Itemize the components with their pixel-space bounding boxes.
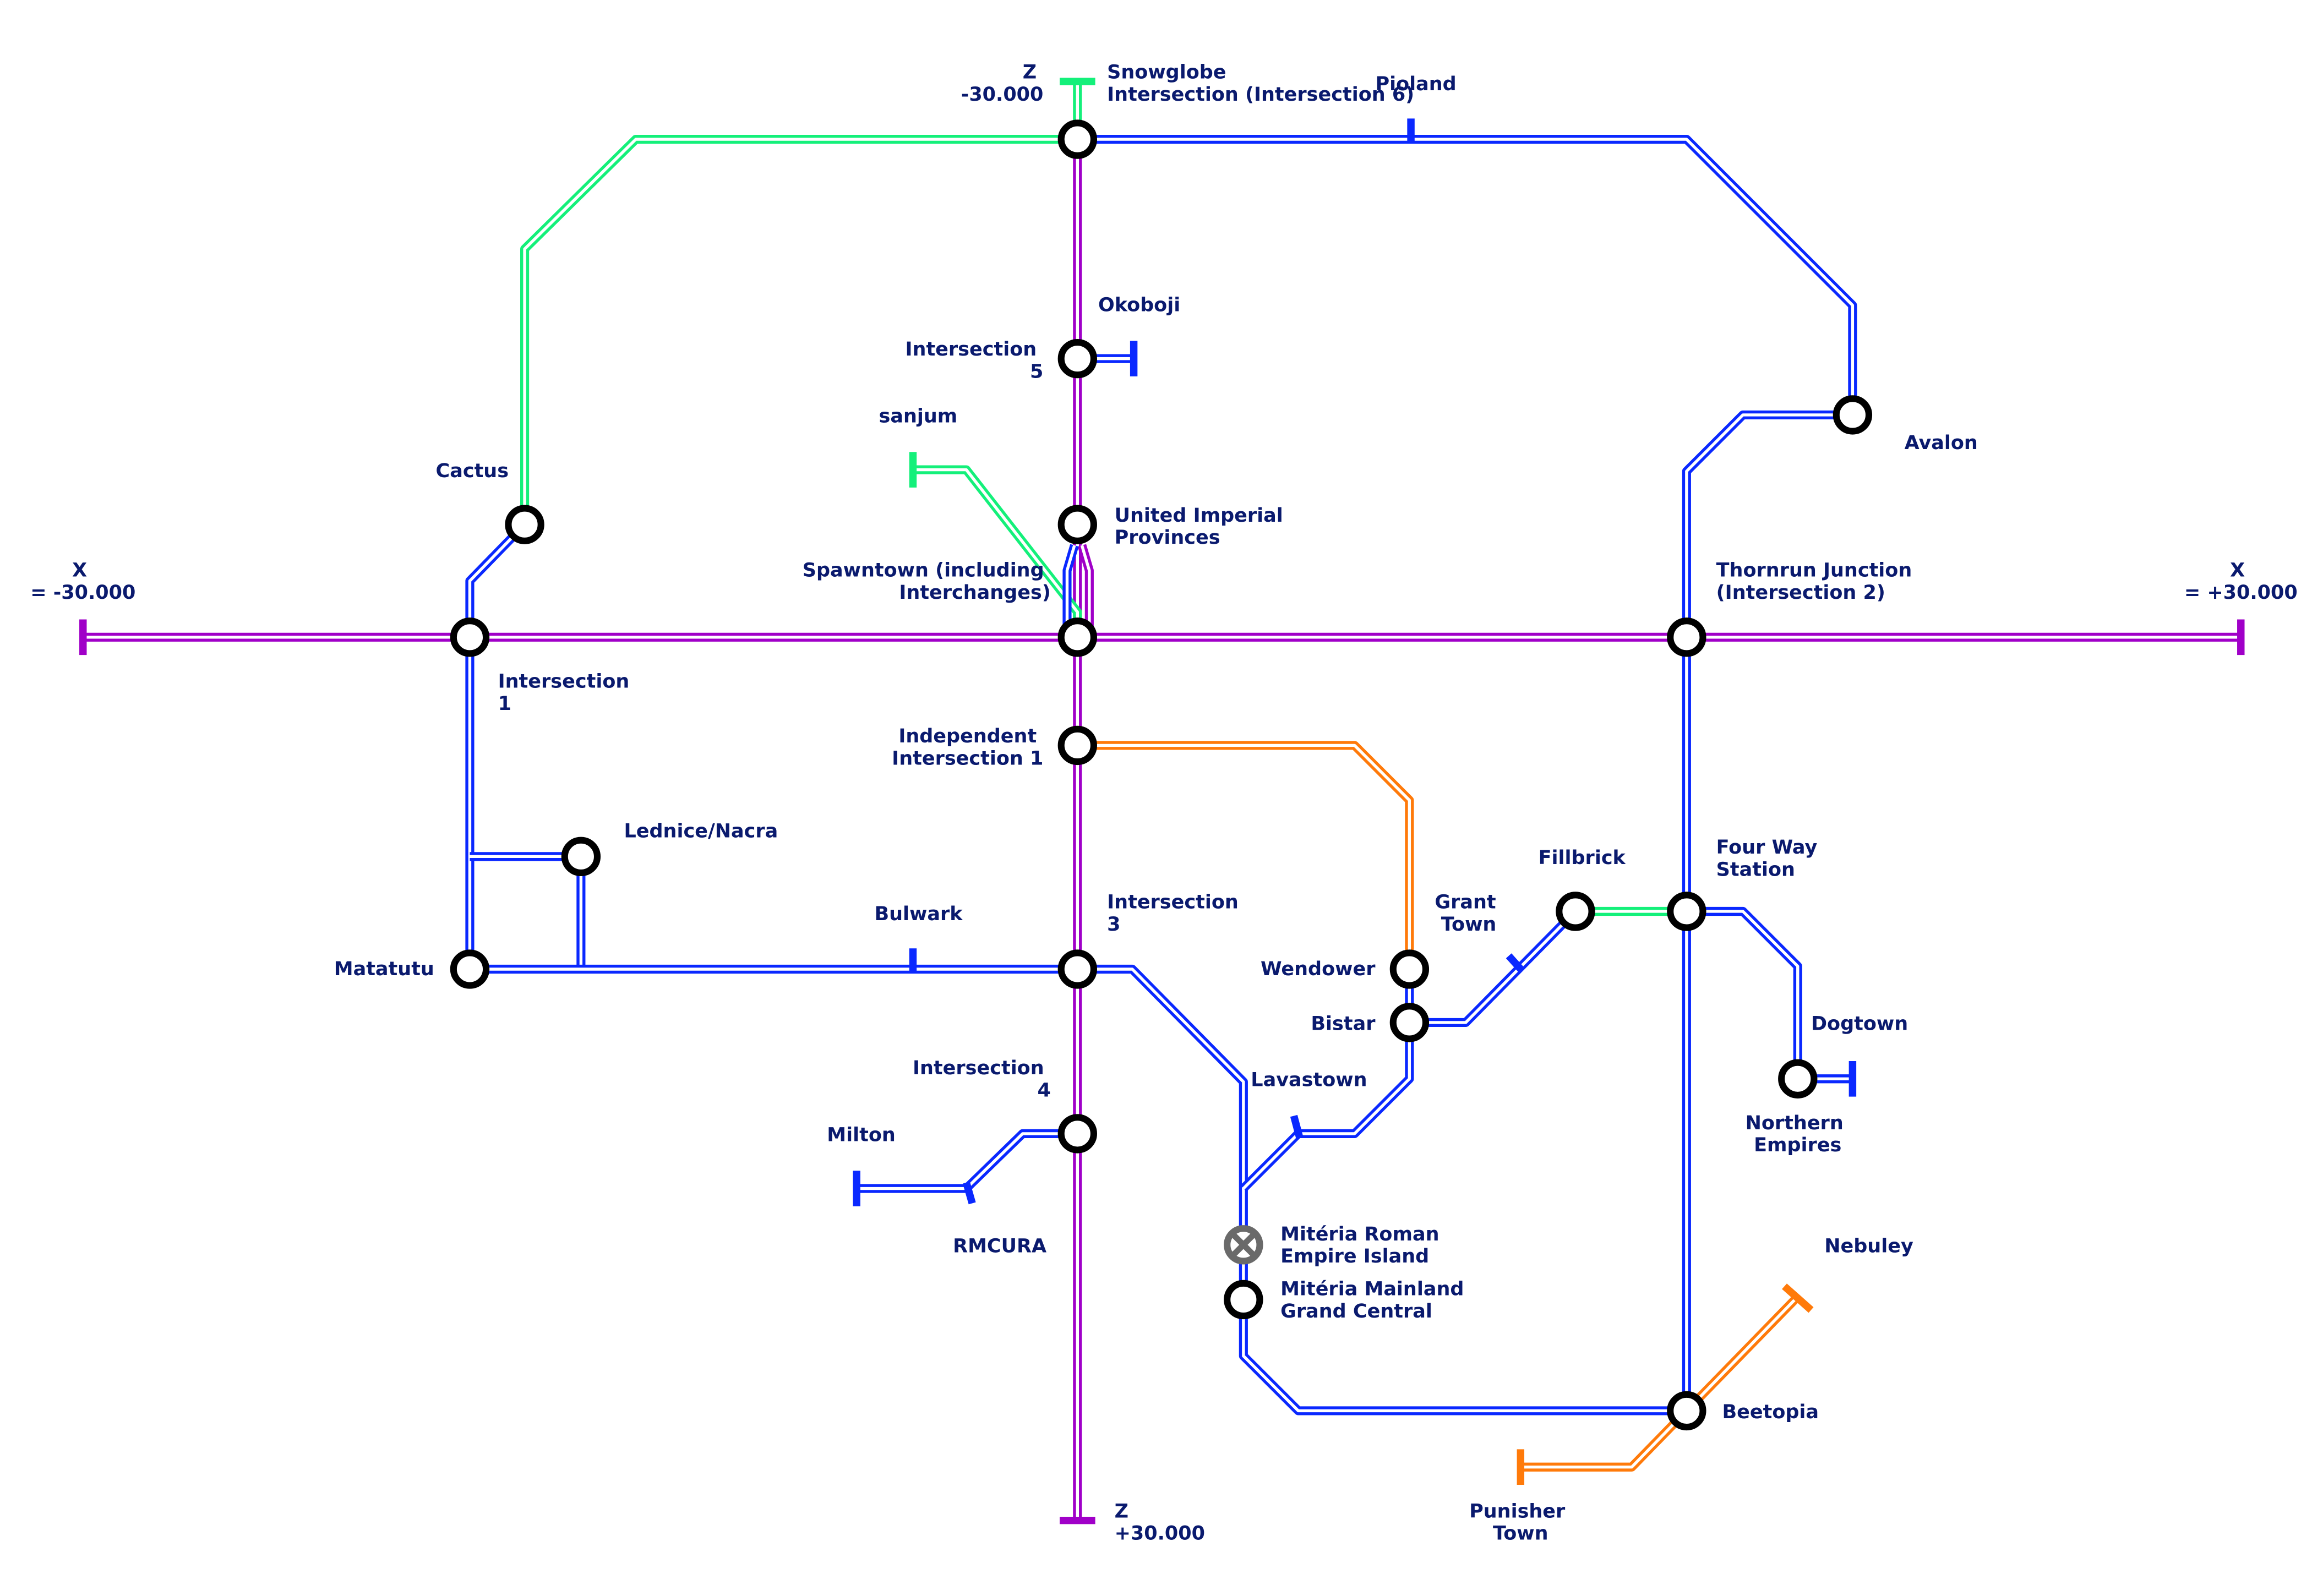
station-snowglobe[interactable]	[1057, 119, 1097, 159]
station-label-miteria-roman-empire-island[interactable]: Mitéria Roman Empire Island	[1280, 1223, 1446, 1267]
station-intersection-5[interactable]	[1057, 338, 1097, 379]
marker-lavastown	[1290, 1114, 1304, 1139]
station-miteria-roman-empire-island-closed-icon[interactable]	[1224, 1225, 1263, 1265]
station-label-thornrun-junction[interactable]: Thornrun Junction (Intersection 2)	[1716, 559, 1919, 603]
route-blue-cactus-gap	[468, 523, 526, 970]
station-label-pioland[interactable]: Pioland	[1375, 73, 1456, 95]
route-blue-avalon-gap	[1685, 413, 1853, 637]
marker-rmcura	[962, 1181, 976, 1205]
station-lednice-nacra[interactable]	[561, 837, 601, 877]
station-label-intersection-5[interactable]: Intersection 5	[906, 338, 1044, 382]
station-beetopia[interactable]	[1667, 1391, 1706, 1431]
route-blue-bulwark-gap	[470, 968, 1687, 1413]
station-label-milton[interactable]: Milton	[827, 1124, 896, 1146]
station-label-northern-empires[interactable]: Northern Empires	[1746, 1112, 1850, 1156]
axis-label-z-minus: Z -30.000	[961, 62, 1044, 106]
axis-label-x-plus: X = +30.000	[2184, 559, 2298, 603]
route-blue-lednice	[470, 852, 586, 970]
route-orange-nebuley	[1520, 1293, 1801, 1472]
station-four-way-station[interactable]	[1667, 892, 1706, 931]
station-label-snowglobe[interactable]: Snowglobe Intersection (Intersection 6)	[1107, 62, 1414, 106]
station-label-wendower[interactable]: Wendower	[1261, 958, 1376, 980]
station-label-four-way-station[interactable]: Four Way Station	[1716, 837, 1824, 881]
station-spawntown[interactable]	[1057, 617, 1097, 657]
route-blue-pioland-gap	[1077, 138, 1855, 415]
station-matatutu[interactable]	[450, 949, 490, 989]
axis-label-z-plus: Z +30.000	[1115, 1500, 1205, 1544]
route-blue-cactus	[465, 521, 528, 970]
station-label-intersection-3[interactable]: Intersection 3	[1107, 892, 1245, 936]
station-label-spawntown[interactable]: Spawntown (including Interchanges)	[803, 559, 1051, 603]
station-bistar[interactable]	[1389, 1003, 1430, 1042]
station-label-miteria-mainland-grand-central[interactable]: Mitéria Mainland Grand Central	[1280, 1278, 1470, 1322]
route-green-cactus	[520, 135, 1078, 525]
station-united-imperial-provinces[interactable]	[1057, 505, 1097, 544]
station-independent-intersection-1[interactable]	[1057, 725, 1097, 766]
station-label-independent-intersection-1[interactable]: Independent Intersection 1	[892, 725, 1043, 769]
station-label-grant-town[interactable]: Grant Town	[1435, 892, 1502, 936]
labels: Z -30.000 Z +30.000 X = -30.000 X = +30.…	[30, 62, 2297, 1545]
station-intersection-4[interactable]	[1057, 1114, 1097, 1154]
stations	[450, 119, 1873, 1431]
station-avalon[interactable]	[1833, 395, 1873, 435]
axis-label-x-minus: X = -30.000	[30, 559, 135, 603]
station-label-punisher-town[interactable]: Punisher Town	[1469, 1500, 1572, 1544]
terminus-nebuley	[1782, 1283, 1814, 1313]
route-green-cactus-gap	[523, 138, 1078, 525]
station-cactus[interactable]	[505, 505, 544, 544]
station-label-avalon[interactable]: Avalon	[1905, 432, 1978, 454]
station-label-bistar[interactable]: Bistar	[1311, 1013, 1376, 1035]
station-northern-empires[interactable]	[1778, 1059, 1818, 1098]
station-fillbrick[interactable]	[1556, 892, 1595, 931]
station-miteria-mainland-grand-central[interactable]	[1224, 1280, 1263, 1320]
station-label-cactus[interactable]: Cactus	[436, 460, 509, 482]
termini	[79, 78, 2245, 1524]
route-green-sanjum-gap	[913, 468, 1079, 637]
route-green-sanjum	[913, 465, 1082, 637]
route-spawntown-purple-bypass-gap	[1080, 545, 1091, 637]
station-label-intersection-4[interactable]: Intersection 4	[913, 1057, 1051, 1101]
route-blue-lavastown-gap	[1242, 969, 1411, 1190]
station-label-united-imperial-provinces[interactable]: United Imperial Provinces	[1115, 505, 1290, 549]
station-wendower[interactable]	[1389, 949, 1430, 989]
station-label-dogtown[interactable]: Dogtown	[1811, 1013, 1908, 1035]
station-label-beetopia[interactable]: Beetopia	[1722, 1401, 1819, 1423]
station-intersection-3[interactable]	[1057, 949, 1097, 989]
station-label-nebuley[interactable]: Nebuley	[1824, 1235, 1913, 1257]
station-thornrun-junction[interactable]	[1667, 617, 1706, 657]
route-blue-spawntown-gap	[1065, 545, 1076, 637]
station-label-fillbrick[interactable]: Fillbrick	[1539, 847, 1626, 869]
station-intersection-1[interactable]	[450, 617, 490, 657]
route-blue-milton-gap	[857, 1132, 1078, 1190]
route-orange-nebuley-gap	[1520, 1296, 1799, 1469]
route-orange-independent-gap	[1077, 744, 1411, 970]
route-blue-dogtown-gap	[1686, 910, 1853, 1080]
route-orange-independent	[1077, 741, 1414, 970]
route-blue-lednice-gap	[470, 855, 583, 970]
route-blue-pioland	[1077, 135, 1857, 415]
station-label-lavastown[interactable]: Lavastown	[1251, 1069, 1367, 1091]
station-label-sanjum[interactable]: sanjum	[879, 405, 958, 427]
station-label-intersection-1[interactable]: Intersection 1	[498, 670, 636, 714]
station-label-matatutu[interactable]: Matatutu	[334, 958, 434, 980]
station-label-okoboji[interactable]: Okoboji	[1098, 294, 1180, 316]
routes	[83, 81, 2241, 1521]
station-label-lednice-nacra[interactable]: Lednice/Nacra	[624, 820, 778, 842]
station-label-rmcura[interactable]: RMCURA	[953, 1235, 1046, 1257]
station-label-bulwark[interactable]: Bulwark	[874, 903, 963, 925]
marker-grant-town	[1506, 953, 1525, 974]
